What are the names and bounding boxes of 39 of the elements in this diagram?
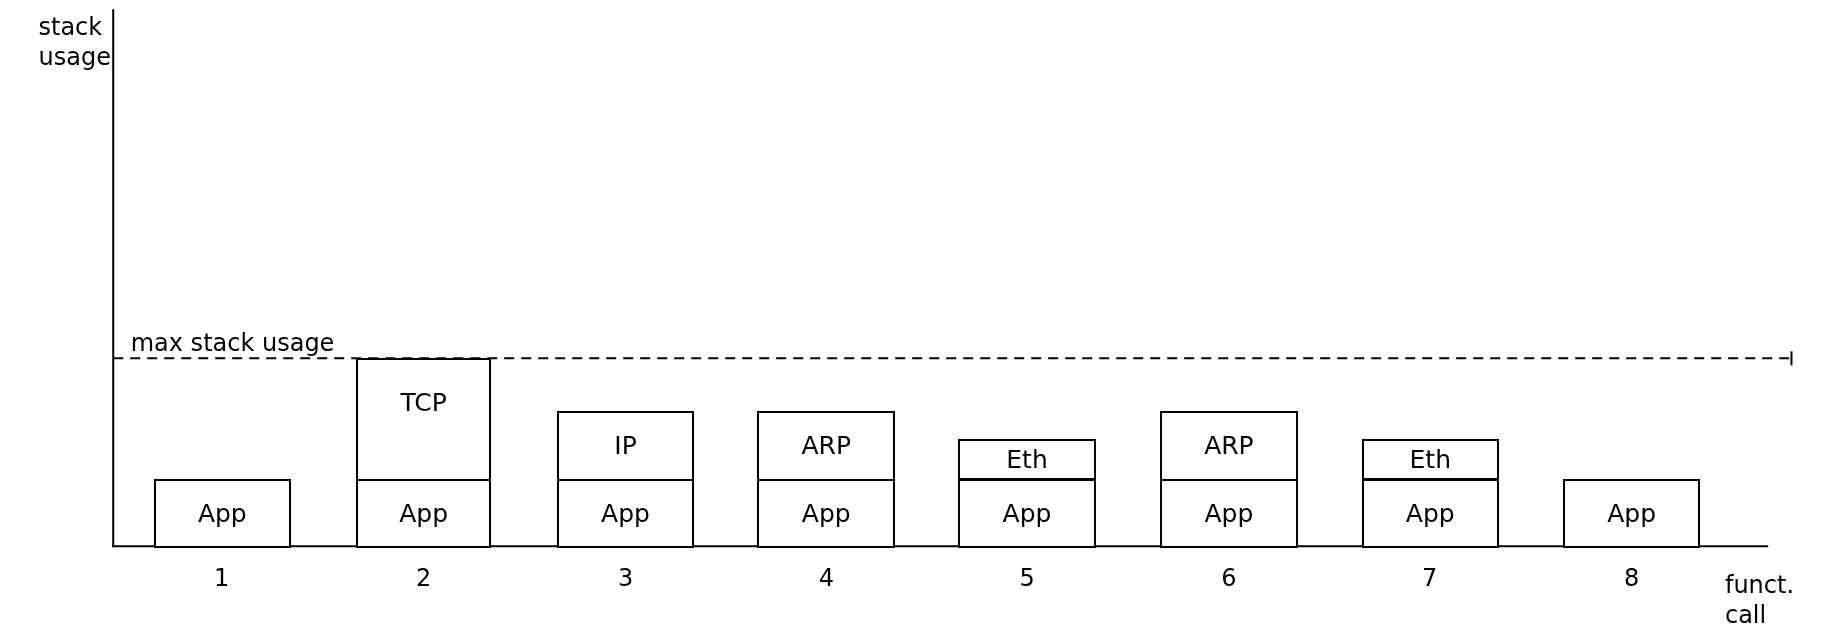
stack-frame-box [1160, 478, 1298, 549]
frame-label: App [601, 498, 650, 528]
frame-label: ARP [1204, 431, 1254, 461]
axis-title: stack usage [38, 11, 109, 72]
frame-label: TCP [400, 388, 447, 418]
stack-frame-box [757, 478, 896, 549]
tick-label: 2 [415, 562, 433, 593]
stack-frame-box [355, 358, 492, 481]
tick-label: 3 [616, 562, 635, 593]
tick-label: 7 [1421, 562, 1439, 593]
frame-label: App [1204, 498, 1254, 528]
tick-label: 8 [1622, 562, 1641, 593]
tick-label: 6 [1220, 562, 1238, 593]
stack-frame-box [556, 410, 695, 481]
stack-frame-box [1160, 410, 1298, 481]
stack-frame-box [958, 478, 1096, 549]
tick-label: 5 [1018, 562, 1036, 593]
frame-label: ARP [801, 431, 852, 461]
stack-frame-box [1362, 478, 1499, 549]
frame-label: App [1002, 498, 1052, 528]
frame-label: Eth [1409, 445, 1451, 475]
stack-frame-box [355, 478, 492, 549]
stack-frame-box [154, 478, 291, 549]
axis-title: funct. call [1724, 569, 1796, 630]
frame-label: IP [614, 431, 637, 461]
frame-label: App [197, 498, 247, 528]
stack-frame-box [556, 478, 695, 549]
frame-label: Eth [1006, 445, 1048, 475]
frame-label: App [399, 498, 449, 528]
frame-label: App [1607, 498, 1656, 528]
frame-label: App [801, 498, 851, 528]
tick-label: 4 [817, 562, 835, 593]
tick-label: 1 [213, 562, 231, 593]
stack-frame-box [958, 438, 1096, 481]
stack-frame-box [757, 410, 896, 481]
stack-frame-box [1362, 438, 1499, 481]
stack-frame-box [1562, 478, 1701, 549]
limit-label: max stack usage [130, 327, 336, 358]
frame-label: App [1405, 498, 1455, 528]
